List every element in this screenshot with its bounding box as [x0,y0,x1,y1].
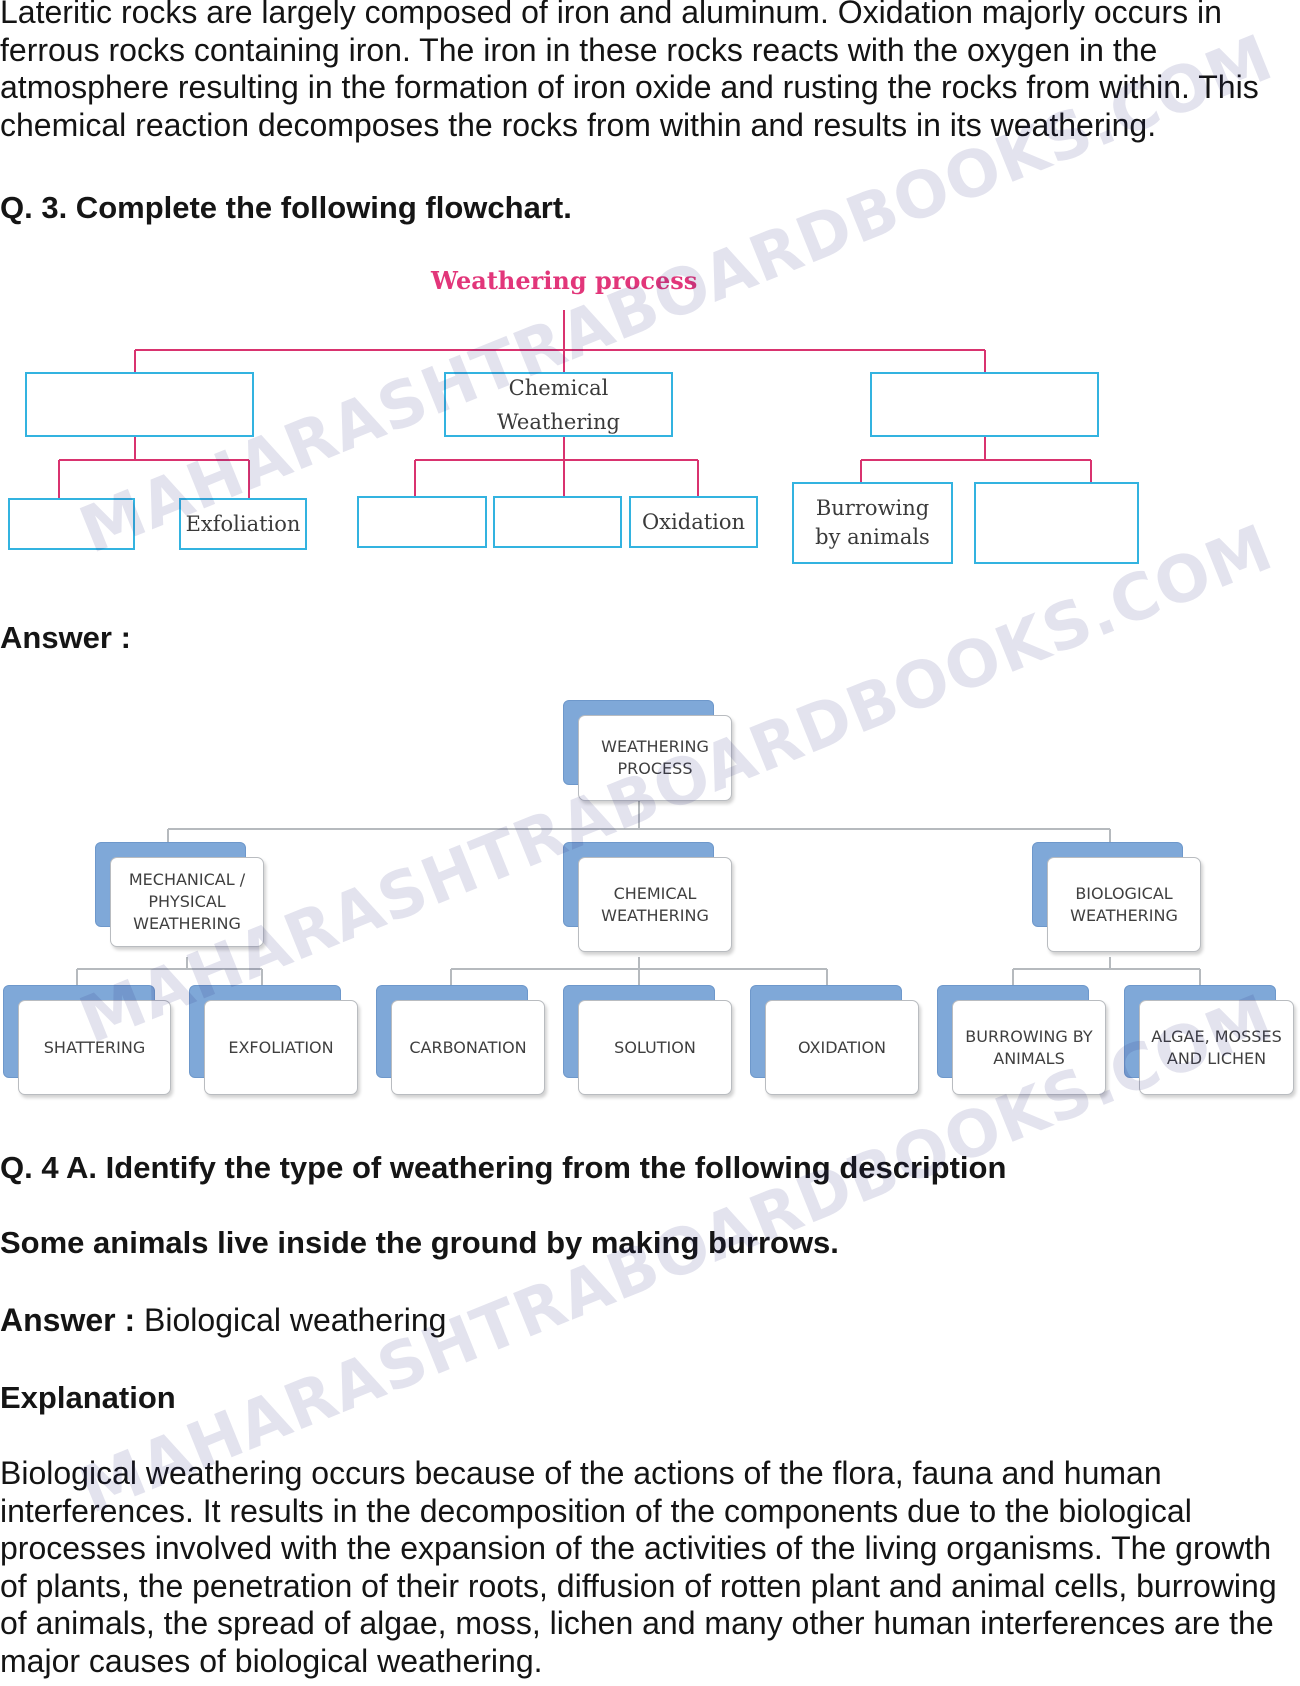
answer-root-weathering-process: WEATHERING PROCESS [578,715,732,801]
answer-algae-mosses-lichen: ALGAE, MOSSES AND LICHEN [1139,1000,1294,1095]
answer-mechanical-physical-weathering: MECHANICAL / PHYSICAL WEATHERING [110,857,264,947]
box-exfoliation: Exfoliation [179,498,307,550]
q4-answer-value: Biological weathering [135,1302,447,1338]
answer-exfoliation: EXFOLIATION [204,1000,358,1095]
explanation-paragraph: Biological weathering occurs because of … [0,1455,1277,1679]
answer-burrowing-by-animals: BURROWING BY ANIMALS [952,1000,1106,1095]
q4-heading: Q. 4 A. Identify the type of weathering … [0,1150,1007,1185]
answer-flowchart: WEATHERING PROCESS MECHANICAL / PHYSICAL… [0,695,1300,1105]
box-burrowing-by-animals: Burrowing by animals [792,482,953,564]
explanation-heading: Explanation [0,1380,176,1415]
question-chart-title: Weathering process [431,266,698,295]
blank-box-solution[interactable] [493,496,622,548]
q3-answer-label: Answer : [0,620,131,655]
answer-carbonation: CARBONATION [391,1000,545,1095]
blank-box-carbonation[interactable] [357,496,487,548]
q4-description: Some animals live inside the ground by m… [0,1225,839,1260]
q3-heading: Q. 3. Complete the following flowchart. [0,190,572,225]
question-flowchart: Weathering process Chemical Weathering E… [0,262,1300,582]
answer-biological-weathering: BIOLOGICAL WEATHERING [1047,857,1201,952]
box-chemical-weathering: Chemical Weathering [444,372,673,437]
blank-box-shattering[interactable] [8,498,135,550]
question-flowchart-lines [58,310,1092,498]
answer-solution: SOLUTION [578,1000,732,1095]
blank-box-biological[interactable] [870,372,1099,437]
answer-shattering: SHATTERING [18,1000,171,1095]
q4-answer: Answer : Biological weathering [0,1302,446,1340]
intro-paragraph: Lateritic rocks are largely composed of … [0,0,1259,143]
answer-chemical-weathering: CHEMICAL WEATHERING [578,857,732,952]
answer-oxidation: OXIDATION [765,1000,919,1095]
blank-box-algae[interactable] [974,482,1139,564]
q4-answer-label: Answer : [0,1302,136,1338]
answer-flowchart-lines [76,783,1201,985]
box-oxidation: Oxidation [629,496,758,548]
blank-box-mechanical[interactable] [25,372,254,437]
